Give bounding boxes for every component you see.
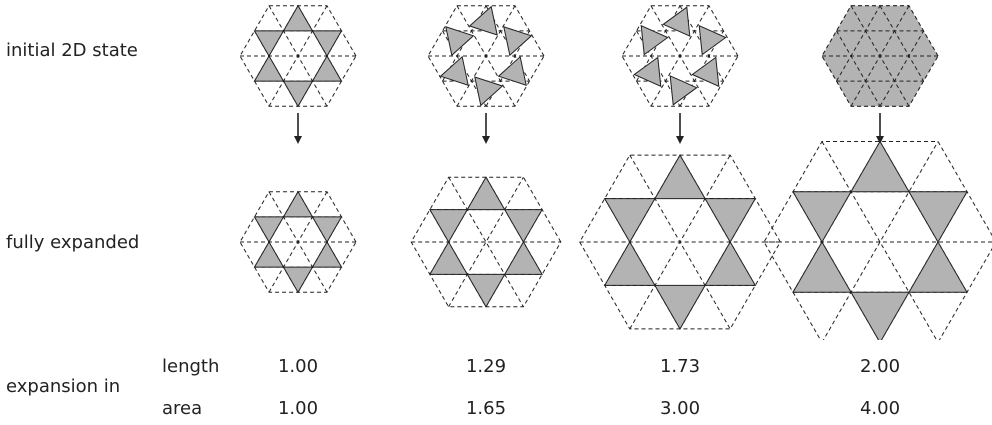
length-value-4: 2.00 <box>859 356 901 377</box>
shaded-triangle <box>503 209 543 244</box>
length-value-1: 1.00 <box>277 356 319 377</box>
shaded-triangle <box>445 26 475 57</box>
expanded-grid-3 <box>579 154 781 330</box>
shaded-triangle <box>503 26 533 57</box>
shaded-triangle <box>253 216 285 243</box>
initial-grid-overlay <box>821 5 939 107</box>
shaded-triangle <box>466 273 506 308</box>
shaded-triangle <box>654 154 706 200</box>
row-label-initial: initial 2D state <box>6 40 138 61</box>
row-label-expansion: expansion in <box>6 376 121 397</box>
shaded-triangle <box>908 191 968 243</box>
shaded-triangle <box>282 4 314 32</box>
shaded-triangle <box>253 30 285 57</box>
shaded-triangle <box>311 30 343 57</box>
expanded-pattern-2 <box>429 176 543 308</box>
shaded-triangle <box>704 198 757 243</box>
shaded-triangle <box>311 55 343 82</box>
arrow-head-2 <box>482 136 490 144</box>
shaded-triangle <box>429 240 469 275</box>
shaded-triangle <box>662 6 691 37</box>
shaded-triangle <box>850 291 910 340</box>
kirigami-expansion-figure <box>239 4 992 340</box>
shaded-triangle <box>497 55 527 86</box>
shaded-triangle <box>792 191 852 243</box>
initial-pattern-2 <box>439 5 533 107</box>
expanded-pattern-3 <box>603 154 757 330</box>
shaded-triangle <box>654 284 706 330</box>
area-value-1: 1.00 <box>277 398 319 419</box>
initial-pattern-3 <box>633 6 727 106</box>
initial-pattern-1 <box>253 4 343 108</box>
arrow-head-1 <box>294 136 302 144</box>
shaded-triangle <box>429 209 469 244</box>
expanded-pattern-1 <box>253 190 343 294</box>
shaded-triangle <box>633 56 662 88</box>
shaded-triangle <box>253 241 285 268</box>
shaded-triangle <box>669 75 698 106</box>
expanded-pattern-4 <box>792 140 968 340</box>
length-value-2: 1.29 <box>465 356 507 377</box>
shaded-triangle <box>282 190 314 218</box>
area-value-4: 4.00 <box>859 398 901 419</box>
shaded-triangle <box>691 56 720 88</box>
area-value-2: 1.65 <box>465 398 507 419</box>
shaded-triangle <box>311 241 343 268</box>
arrow-head-4 <box>876 136 884 144</box>
shaded-triangle <box>474 76 504 107</box>
length-value-3: 1.73 <box>659 356 701 377</box>
shaded-triangle <box>603 198 656 243</box>
shaded-triangle <box>468 5 498 36</box>
shaded-triangle <box>466 176 506 211</box>
shaded-triangle <box>282 266 314 294</box>
shaded-triangle <box>282 80 314 108</box>
shaded-triangle <box>603 241 656 286</box>
shaded-triangle <box>908 241 968 293</box>
area-value-3: 3.00 <box>659 398 701 419</box>
shaded-triangle <box>439 55 469 86</box>
row-label-length: length <box>162 356 220 377</box>
row-label-area: area <box>162 398 203 419</box>
shaded-triangle <box>503 240 543 275</box>
arrow-head-3 <box>676 136 684 144</box>
shaded-triangle <box>253 55 285 82</box>
shaded-triangle <box>311 216 343 243</box>
shaded-triangle <box>850 140 910 193</box>
row-label-expanded: fully expanded <box>6 232 140 253</box>
shaded-triangle <box>704 241 757 286</box>
shaded-triangle <box>792 241 852 293</box>
shaded-triangle <box>640 24 669 56</box>
shaded-triangle <box>698 24 727 56</box>
